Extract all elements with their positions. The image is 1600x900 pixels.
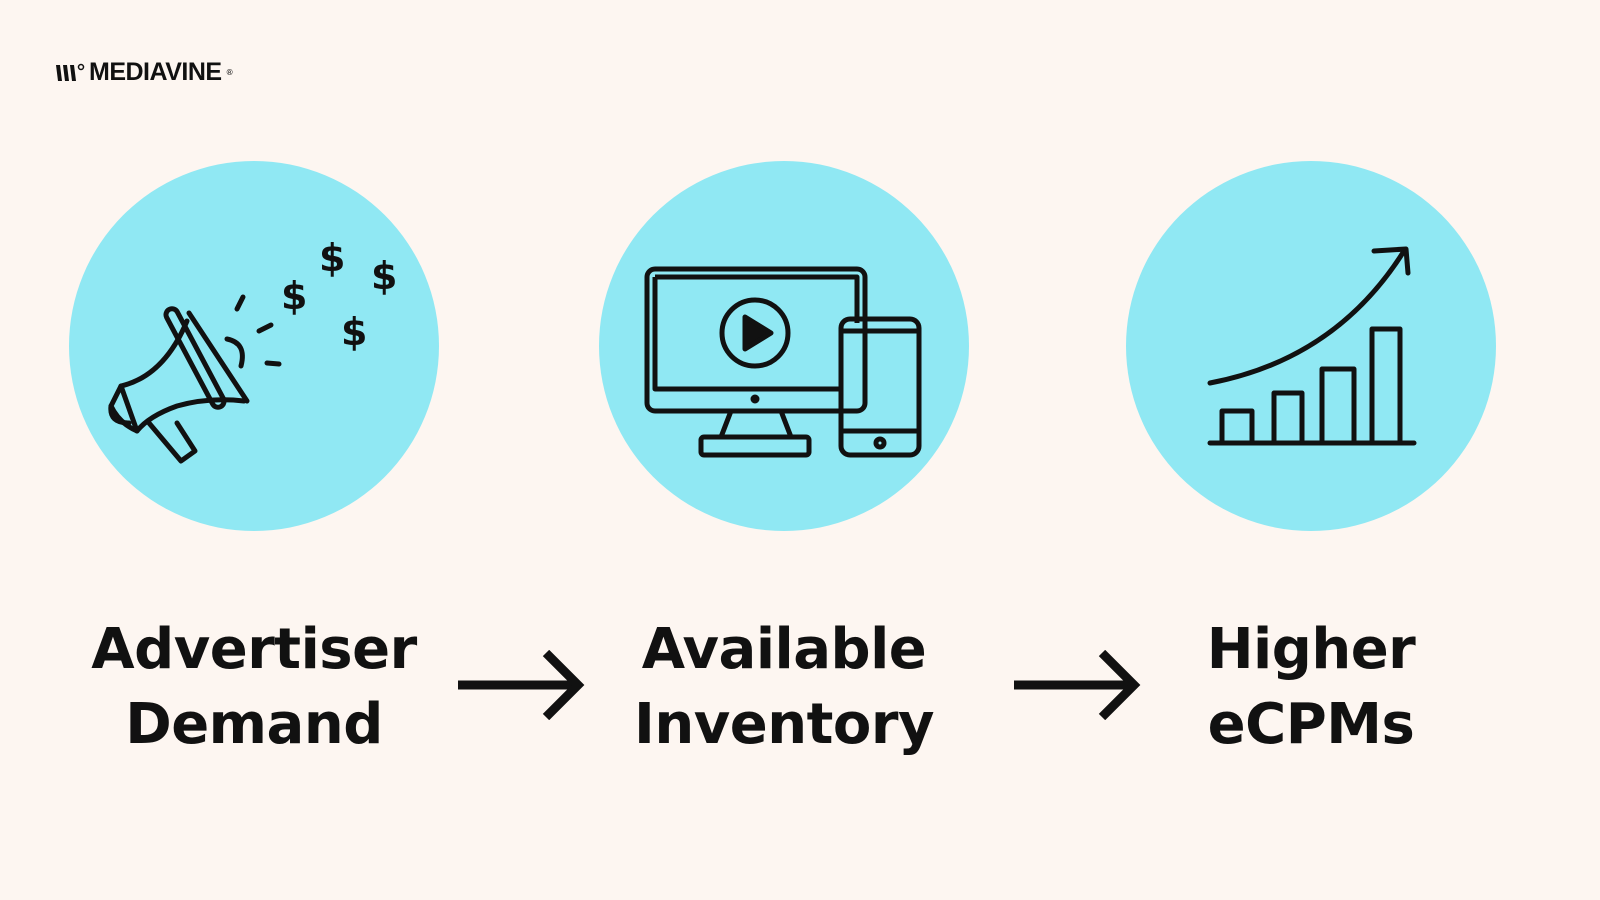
- step-1-label: Advertiser Demand: [44, 612, 464, 762]
- registered-mark: ®: [225, 68, 234, 77]
- label-line: Higher: [1206, 617, 1416, 682]
- label-line: Advertiser: [91, 617, 417, 682]
- dollar-sign: $: [371, 254, 397, 298]
- arrow-right-icon: [458, 650, 585, 720]
- growth-chart-icon: [1207, 246, 1417, 446]
- dollar-sign: $: [341, 310, 367, 354]
- label-line: eCPMs: [1207, 692, 1415, 757]
- label-line: Inventory: [634, 692, 934, 757]
- brand-name: MEDIAVINE: [89, 58, 222, 86]
- megaphone-dollar-icon: $ $ $ $: [108, 236, 397, 464]
- dollar-sign: $: [281, 274, 307, 318]
- step-1-circle: $ $ $ $: [69, 161, 439, 531]
- step-3-label: Higher eCPMs: [1101, 612, 1521, 762]
- arrow-right-icon: [1014, 650, 1141, 720]
- dollar-sign: $: [319, 236, 345, 280]
- mediavine-logo: MEDIAVINE®: [54, 58, 234, 87]
- mediavine-mark-icon: [56, 63, 85, 81]
- label-line: Demand: [125, 692, 383, 757]
- step-2-label: Available Inventory: [574, 612, 994, 762]
- step-2-circle: [599, 161, 969, 531]
- label-line: Available: [641, 617, 927, 682]
- step-3-circle: [1126, 161, 1496, 531]
- monitor-phone-video-icon: [644, 266, 922, 458]
